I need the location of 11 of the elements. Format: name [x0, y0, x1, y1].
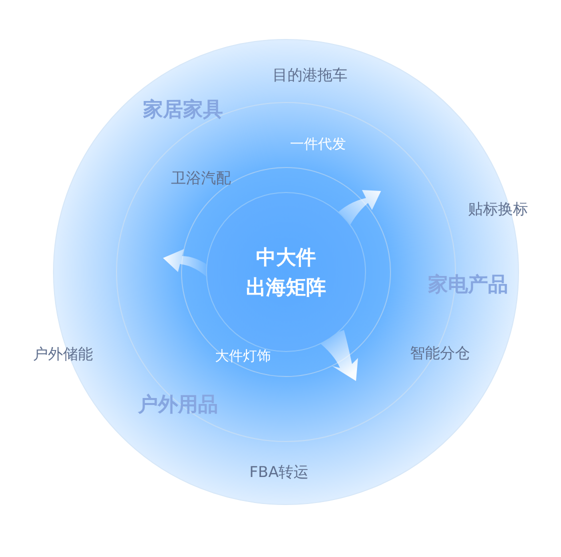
service-label: 贴标换标: [468, 198, 528, 220]
service-label: FBA转运: [249, 462, 309, 483]
service-label: 一件代发: [290, 136, 346, 154]
service-label: 户外储能: [33, 344, 93, 365]
center-title: 中大件: [256, 244, 316, 271]
service-label: 智能分仓: [410, 342, 470, 364]
category-label: 家居家具: [143, 96, 223, 123]
service-label: 目的港拖车: [272, 64, 348, 86]
service-label: 卫浴汽配: [171, 168, 231, 189]
service-label: 大件灯饰: [215, 348, 271, 366]
center-title: 出海矩阵: [246, 274, 326, 301]
